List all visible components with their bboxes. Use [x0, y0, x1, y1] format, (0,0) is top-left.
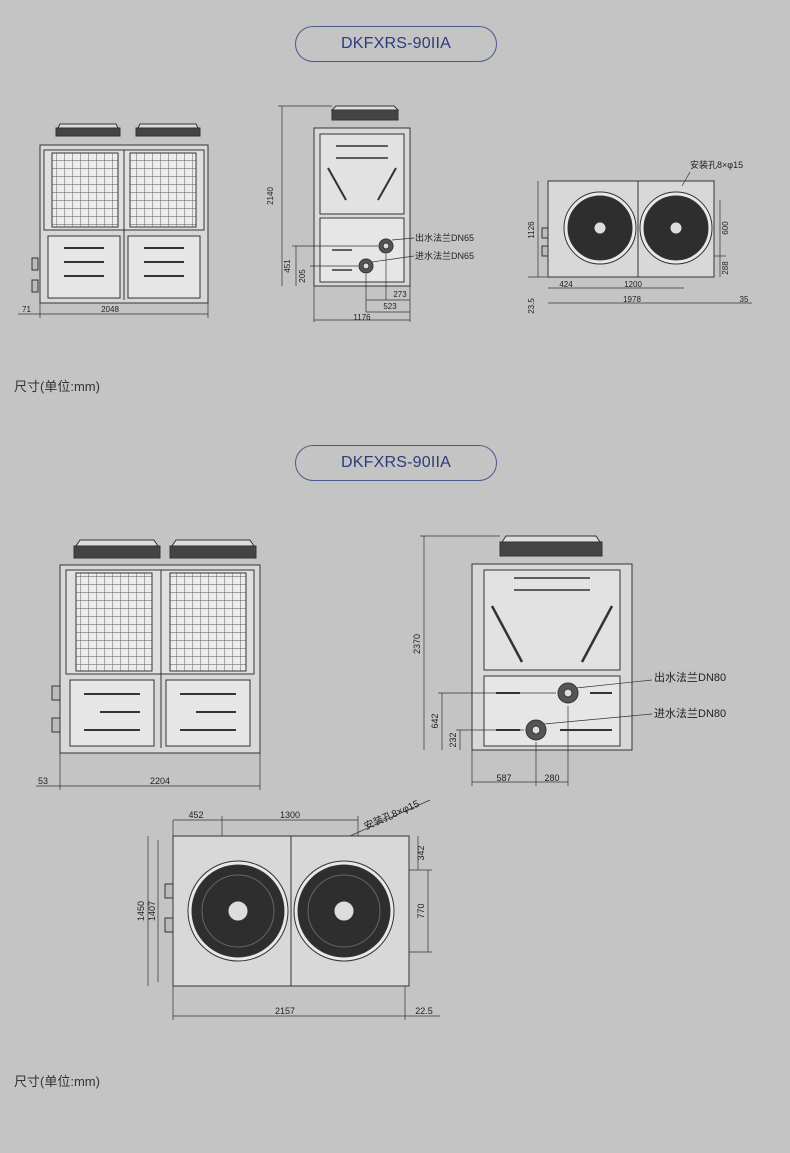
- mount-holes-1: 安装孔8×φ15: [690, 159, 743, 170]
- dim-top-342: 342: [416, 845, 426, 860]
- dim-top-288: 288: [721, 261, 730, 275]
- dim-front-side-1: 71: [22, 305, 31, 314]
- dim-top-1450: 1450: [136, 901, 146, 921]
- outlet-label-1: 出水法兰DN65: [415, 232, 474, 243]
- side-view-1: [278, 105, 415, 322]
- unit-note-2: 尺寸(单位:mm): [14, 1074, 100, 1089]
- unit-note-1: 尺寸(单位:mm): [14, 379, 100, 394]
- dim-top-22: 22.5: [415, 1006, 433, 1016]
- dim-top-depth-1: 1126: [527, 221, 536, 239]
- dim-side-451: 451: [283, 259, 292, 273]
- top-view-1: [528, 171, 752, 304]
- dim-side-642: 642: [430, 713, 440, 728]
- dim-top-2157: 2157: [275, 1006, 295, 1016]
- dim-front-side-2: 53: [38, 776, 48, 786]
- model-title-2: DKFXRS-90IIA: [295, 445, 497, 481]
- dim-front-width-1: 2048: [101, 305, 119, 314]
- front-view-2: [36, 539, 261, 790]
- inlet-label-2: 进水法兰DN80: [654, 706, 726, 720]
- dim-side-523: 523: [383, 302, 397, 311]
- dim-top-452: 452: [188, 810, 203, 820]
- dim-side-587: 587: [496, 773, 511, 783]
- dim-top-35: 35: [740, 295, 749, 304]
- front-view-1: [18, 123, 209, 318]
- top-view-2: [147, 799, 440, 1020]
- dim-top-1407: 1407: [147, 901, 157, 921]
- inlet-label-1: 进水法兰DN65: [415, 250, 474, 261]
- dim-side-232: 232: [448, 732, 458, 747]
- dim-side-205: 205: [298, 269, 307, 283]
- dim-top-23: 23.5: [527, 298, 536, 314]
- dim-side-height-2: 2370: [412, 634, 422, 654]
- dim-side-273: 273: [393, 290, 407, 299]
- dim-top-1200: 1200: [624, 280, 642, 289]
- dim-top-424: 424: [559, 280, 573, 289]
- dim-top-1978: 1978: [623, 295, 641, 304]
- dim-side-height-1: 2140: [266, 187, 275, 205]
- dim-side-1176: 1176: [353, 313, 371, 322]
- model-title-1: DKFXRS-90IIA: [295, 26, 497, 62]
- outlet-label-2: 出水法兰DN80: [654, 670, 726, 684]
- side-view-2: [420, 535, 653, 786]
- dim-top-1300: 1300: [280, 810, 300, 820]
- dim-front-width-2: 2204: [150, 776, 170, 786]
- dim-side-280: 280: [544, 773, 559, 783]
- dim-top-600: 600: [721, 221, 730, 235]
- dim-top-770: 770: [416, 903, 426, 918]
- mount-holes-2: 安装孔8×φ15: [362, 797, 422, 833]
